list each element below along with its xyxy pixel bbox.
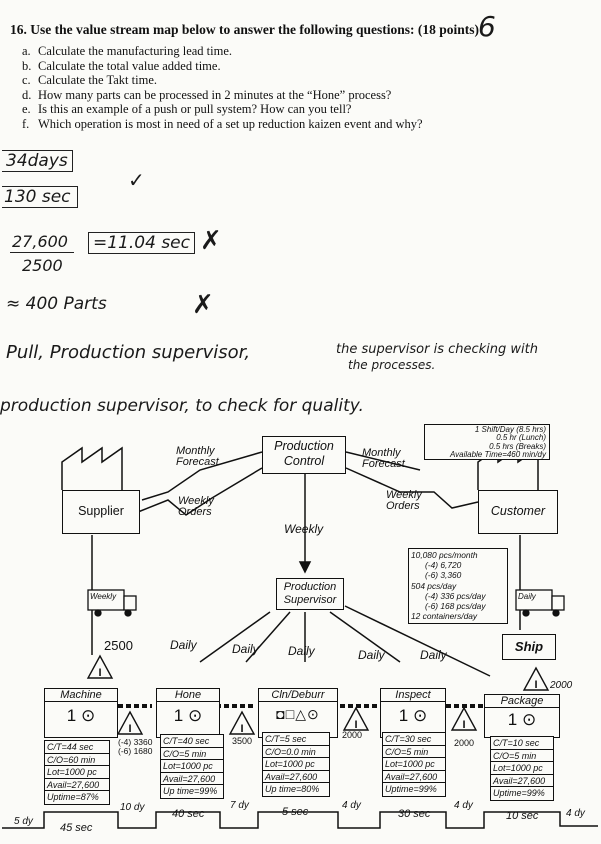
inventory-package: 2000 [454, 738, 475, 748]
svg-text:I: I [462, 719, 465, 731]
monthly-forecast-right: Monthly Forecast [362, 447, 405, 470]
supplier-box: Supplier [62, 490, 140, 534]
answer-f: production supervisor, to check for qual… [0, 396, 364, 416]
answer-a: 34days [2, 150, 73, 172]
timeline-days: 5 dy [14, 816, 33, 827]
timeline-days: 4 dy [566, 808, 585, 819]
answer-c-denominator: 2500 [22, 256, 63, 275]
timeline-days: 4 dy [342, 800, 361, 811]
timeline-days: 4 dy [454, 800, 473, 811]
inventory-hone: (-4) 3360 (-6) 1680 [118, 737, 153, 756]
weekly-truck-label: Weekly [90, 592, 117, 601]
process-machine: Machine 1 ⊙ [44, 688, 118, 738]
ship-box: Ship [502, 634, 556, 660]
process-hone: Hone 1 ⊙ [156, 688, 220, 738]
question-item: c.Calculate the Takt time. [22, 73, 157, 88]
operator-icon: 1 ⊙ [398, 706, 428, 725]
inventory-supplier: 2500 [104, 638, 133, 653]
answer-e-line3: the processes. [348, 358, 436, 372]
weekly-center-label: Weekly [284, 522, 324, 536]
inventory-cln: 3500 [232, 736, 253, 746]
weekly-orders-right: Weekly Orders [386, 489, 422, 512]
customer-box: Customer [478, 490, 558, 534]
score-mark: 6 [478, 10, 496, 43]
question-list: a.Calculate the manufacturing lead time.… [22, 44, 423, 132]
timeline-secs: 40 sec [172, 808, 205, 820]
fraction-line [10, 252, 74, 253]
process-package: Package 1 ⊙ [484, 694, 560, 738]
shift-info-box: 1 Shift/Day (8.5 hrs) 0.5 hr (Lunch) 0.5… [424, 424, 550, 460]
daily-truck-label: Daily [518, 592, 536, 601]
question-item: d.How many parts can be processed in 2 m… [22, 87, 392, 102]
svg-text:I: I [240, 723, 243, 735]
question-item: f.Which operation is most in need of a s… [22, 116, 423, 131]
timeline-days: 7 dy [230, 800, 249, 811]
timeline-secs: 5 sec [282, 806, 309, 818]
operator-icon: 1 ⊙ [173, 706, 203, 725]
daily-label: Daily [420, 648, 447, 662]
wrong-mark: ✗ [200, 226, 222, 256]
timeline-days: 10 dy [120, 802, 145, 813]
customer-label: Customer [490, 504, 546, 518]
svg-text:I: I [354, 719, 357, 731]
operator-icon: 1 ⊙ [507, 710, 537, 729]
monthly-forecast-left: Monthly Forecast [176, 445, 219, 468]
daily-label: Daily [288, 644, 315, 658]
question-item: e.Is this an example of a push or pull s… [22, 102, 352, 117]
wrong-mark: ✗ [192, 290, 214, 320]
production-control-box: Production Control [262, 436, 346, 474]
answer-b: 130 sec [2, 186, 78, 208]
daily-label: Daily [358, 648, 385, 662]
production-supervisor-box: Production Supervisor [276, 578, 344, 610]
weekly-orders-left: Weekly Orders [178, 495, 214, 518]
svg-text:I: I [98, 667, 101, 679]
svg-text:I: I [534, 679, 537, 691]
supplier-factory-icon [61, 446, 123, 490]
inventory-inspect: 2000 [342, 730, 363, 740]
question-item: a.Calculate the manufacturing lead time. [22, 44, 233, 58]
question-item: b.Calculate the total value added time. [22, 58, 221, 73]
daily-label: Daily [170, 638, 197, 652]
answer-c-result: =11.04 sec [88, 232, 195, 254]
operator-icon: 1 ⊙ [66, 706, 96, 725]
answer-e-line1: Pull, Production supervisor, [6, 342, 251, 363]
svg-text:I: I [128, 723, 131, 735]
supplier-label: Supplier [78, 504, 124, 518]
automation-icon: ◘□△⊙ [276, 706, 320, 722]
answer-e-line2: the supervisor is checking with [336, 342, 538, 357]
answer-d: ≈ 400 Parts [6, 294, 107, 314]
demand-info-box: 10,080 pcs/month (-4) 6,720 (-6) 3,360 5… [408, 548, 508, 624]
check-mark: ✓ [128, 168, 145, 192]
daily-label: Daily [232, 642, 259, 656]
timeline-secs: 30 sec [398, 808, 431, 820]
answer-c-numerator: 27,600 [12, 232, 68, 251]
inventory-ship: 2000 [550, 680, 573, 691]
question-title: 16. Use the value stream map below to an… [10, 22, 479, 37]
process-cln-deburr: Cln/Deburr ◘□△⊙ [258, 688, 338, 738]
timeline-secs: 45 sec [60, 822, 93, 834]
timeline-secs: 10 sec [506, 810, 539, 822]
process-inspect: Inspect 1 ⊙ [380, 688, 446, 738]
